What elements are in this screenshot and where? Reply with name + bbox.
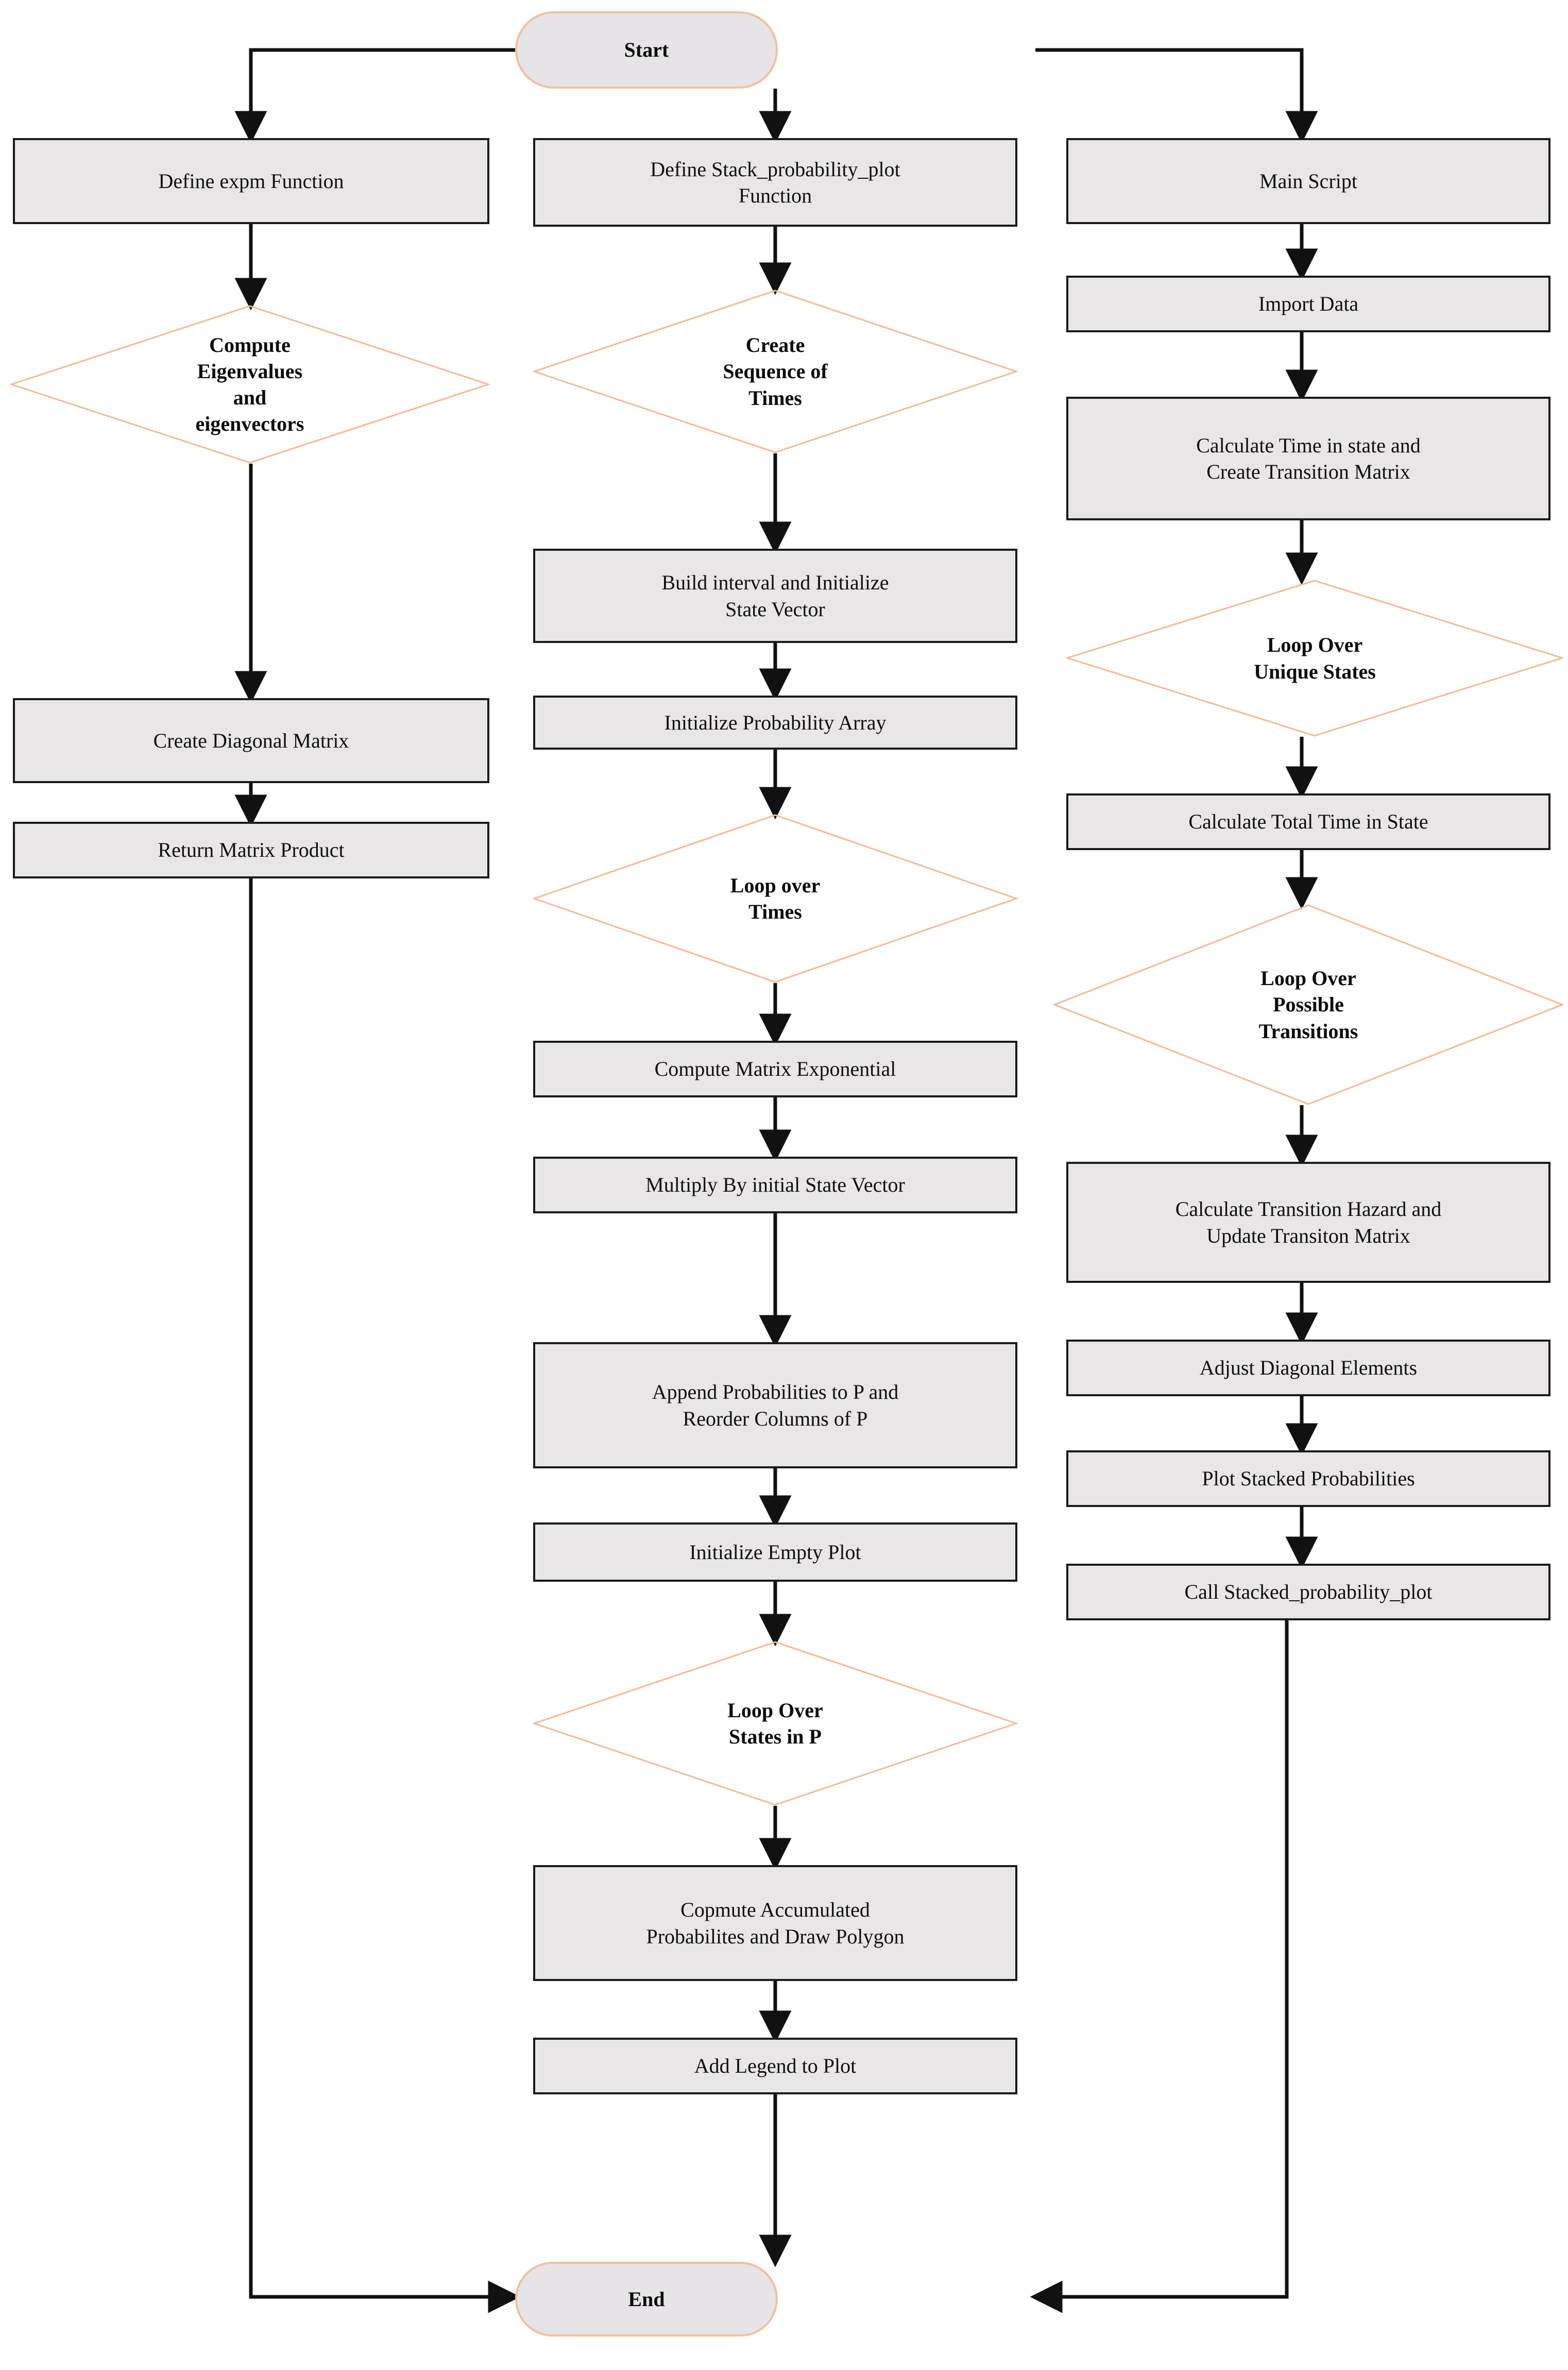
node-label: Copmute Accumulated Probabilites and Dra…	[646, 1898, 905, 1948]
node-label: Compute Eigenvalues and eigenvectors	[195, 333, 304, 436]
node-label: Adjust Diagonal Elements	[1199, 1356, 1418, 1380]
node-label: Loop Over Possible Transitions	[1258, 967, 1358, 1043]
node-loop-over-possible-transitions[interactable]: Loop Over Possible Transitions	[1053, 904, 1563, 1105]
node-append-probabilities-to-p-and-reorder-columns-of-p[interactable]: Append Probabilities to P and Reorder Co…	[533, 1342, 1017, 1468]
node-main-script[interactable]: Main Script	[1066, 138, 1550, 224]
node-label: Create Diagonal Matrix	[153, 729, 349, 752]
node-calculate-transition-hazard-and-update-transition-matrix[interactable]: Calculate Transition Hazard and Update T…	[1066, 1162, 1550, 1283]
start-label: Start	[624, 38, 669, 62]
edge-start-to-define-expm	[234, 48, 515, 144]
node-multiply-by-initial-state-vector[interactable]: Multiply By initial State Vector	[533, 1157, 1017, 1213]
node-create-sequence-of-times[interactable]: Create Sequence of Times	[533, 290, 1017, 453]
node-initialize-probability-array[interactable]: Initialize Probability Array	[533, 696, 1017, 750]
node-label: Calculate Time in state and Create Trans…	[1196, 433, 1421, 483]
node-calculate-time-in-state-and-create-transition-matrix[interactable]: Calculate Time in state and Create Trans…	[1066, 397, 1550, 520]
node-label: Append Probabilities to P and Reorder Co…	[652, 1380, 899, 1430]
decision-rhombus-shape	[533, 1641, 1017, 1806]
node-import-data[interactable]: Import Data	[1066, 276, 1550, 332]
decision-rhombus-shape	[10, 305, 489, 464]
node-label: Import Data	[1258, 292, 1359, 316]
node-label: Define expm Function	[158, 169, 344, 193]
node-label: Initialize Probability Array	[664, 710, 887, 734]
decision-rhombus-shape	[1053, 904, 1563, 1105]
node-loop-over-states-in-p[interactable]: Loop Over States in P	[533, 1641, 1017, 1806]
node-label: Calculate Total Time in State	[1188, 810, 1428, 834]
node-create-diagonal-matrix[interactable]: Create Diagonal Matrix	[13, 698, 489, 783]
node-call-stacked-probability-plot[interactable]: Call Stacked_probability_plot	[1066, 1564, 1550, 1620]
edge-start-to-main-script	[1035, 48, 1318, 144]
node-build-interval-and-initialize-state-vector[interactable]: Build interval and Initialize State Vect…	[533, 549, 1017, 643]
node-label: Main Script	[1259, 169, 1357, 193]
node-label: Loop Over Unique States	[1254, 633, 1376, 683]
edge-return-matrix-to-end	[249, 878, 521, 2313]
node-label: Plot Stacked Probabilities	[1202, 1467, 1415, 1491]
end-label: End	[628, 2287, 665, 2311]
end-terminator[interactable]: End	[515, 2262, 778, 2337]
node-loop-over-times[interactable]: Loop over Times	[533, 814, 1017, 983]
node-define-stack-probability-plot-function[interactable]: Define Stack_probability_plot Function	[533, 138, 1017, 227]
start-terminator[interactable]: Start	[515, 11, 778, 89]
node-label: Calculate Transition Hazard and Update T…	[1175, 1197, 1442, 1247]
node-label: Loop Over States in P	[727, 1698, 823, 1748]
node-label: Build interval and Initialize State Vect…	[661, 571, 889, 621]
decision-rhombus-shape	[533, 814, 1017, 983]
node-label: Multiply By initial State Vector	[645, 1173, 905, 1197]
node-label: Define Stack_probability_plot Function	[650, 157, 900, 207]
node-label: Initialize Empty Plot	[689, 1540, 861, 1564]
node-adjust-diagonal-elements[interactable]: Adjust Diagonal Elements	[1066, 1340, 1550, 1396]
node-compute-matrix-exponential[interactable]: Compute Matrix Exponential	[533, 1041, 1017, 1097]
node-label: Call Stacked_probability_plot	[1184, 1580, 1433, 1604]
node-compute-eigenvalues-and-eigenvectors[interactable]: Compute Eigenvalues and eigenvectors	[10, 305, 489, 464]
node-initialize-empty-plot[interactable]: Initialize Empty Plot	[533, 1522, 1017, 1582]
node-label: Loop over Times	[730, 873, 821, 923]
decision-rhombus-shape	[1066, 580, 1563, 737]
node-plot-stacked-probabilities[interactable]: Plot Stacked Probabilities	[1066, 1450, 1550, 1507]
node-calculate-total-time-in-state[interactable]: Calculate Total Time in State	[1066, 793, 1550, 850]
node-label: Add Legend to Plot	[694, 2054, 857, 2078]
node-compute-accumulated-probabilities-and-draw-polygon[interactable]: Copmute Accumulated Probabilites and Dra…	[533, 1865, 1017, 1981]
node-loop-over-unique-states[interactable]: Loop Over Unique States	[1066, 580, 1563, 737]
node-add-legend-to-plot[interactable]: Add Legend to Plot	[533, 2038, 1017, 2094]
node-define-expm-function[interactable]: Define expm Function	[13, 138, 489, 224]
node-label: Compute Matrix Exponential	[654, 1057, 896, 1081]
decision-rhombus-shape	[533, 290, 1017, 453]
node-label: Create Sequence of Times	[723, 333, 828, 410]
edge-call-stacked-to-end	[1030, 1620, 1289, 2313]
node-label: Return Matrix Product	[158, 838, 345, 862]
node-return-matrix-product[interactable]: Return Matrix Product	[13, 822, 489, 878]
